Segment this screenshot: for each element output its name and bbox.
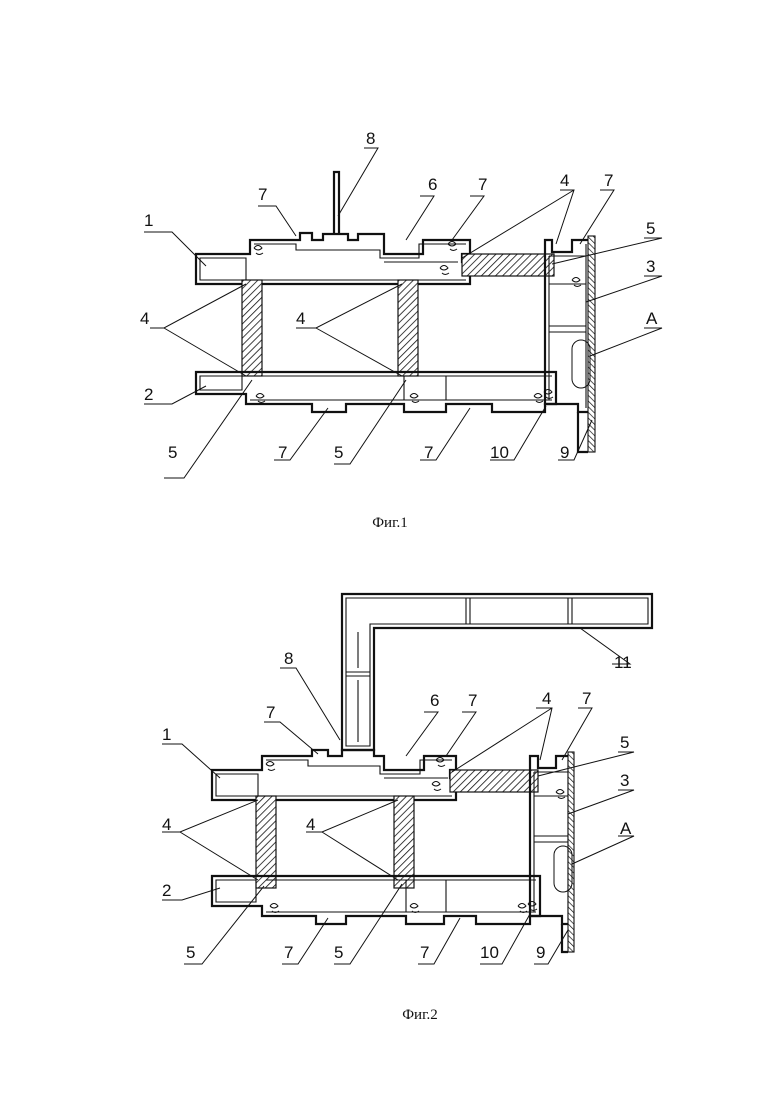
label-4: 4 — [560, 171, 569, 190]
figure-1: 1 2 4 4 4 5 5 5 6 7 7 7 7 7 8 3 A 10 9 Ф… — [140, 129, 662, 531]
label-7: 7 — [582, 689, 591, 708]
label-8: 8 — [284, 649, 293, 668]
inner-frame-profile-2 — [196, 372, 556, 412]
label-3: 3 — [620, 771, 629, 790]
figure-2: 1 2 4 4 4 5 5 5 6 7 7 7 7 7 8 3 A 10 9 1… — [162, 594, 652, 1023]
label-7: 7 — [424, 443, 433, 462]
outer-frame-profile-1 — [196, 233, 470, 284]
label-7: 7 — [258, 185, 267, 204]
detail-A-outline — [572, 340, 590, 388]
label-4: 4 — [306, 815, 315, 834]
outer-frame-profile-1 — [212, 750, 456, 800]
label-4: 4 — [140, 309, 149, 328]
label-1: 1 — [144, 211, 153, 230]
label-3: 3 — [646, 257, 655, 276]
label-5: 5 — [334, 943, 343, 962]
label-5: 5 — [186, 943, 195, 962]
thermal-bar-left — [242, 280, 262, 376]
fin-8 — [334, 172, 339, 234]
extension-profile-11 — [342, 594, 652, 750]
label-8: 8 — [366, 129, 375, 148]
label-7: 7 — [468, 691, 477, 710]
label-4: 4 — [296, 309, 305, 328]
label-2: 2 — [144, 385, 153, 404]
label-6: 6 — [430, 691, 439, 710]
label-5: 5 — [646, 219, 655, 238]
label-5: 5 — [168, 443, 177, 462]
label-2: 2 — [162, 881, 171, 900]
label-7: 7 — [478, 175, 487, 194]
label-A: A — [646, 309, 658, 328]
label-9: 9 — [536, 943, 545, 962]
thermal-bar-left — [256, 796, 276, 888]
label-9: 9 — [560, 443, 569, 462]
thermal-bar-top — [450, 770, 538, 792]
label-11: 11 — [614, 653, 632, 672]
figure-caption-1: Фиг.1 — [372, 515, 408, 531]
thermal-bar-mid — [398, 280, 418, 376]
label-7: 7 — [284, 943, 293, 962]
label-1: 1 — [162, 725, 171, 744]
label-7: 7 — [420, 943, 429, 962]
thermal-bar-mid — [394, 796, 414, 888]
label-4: 4 — [162, 815, 171, 834]
label-5: 5 — [334, 443, 343, 462]
figure-caption-2: Фиг.2 — [402, 1007, 438, 1023]
label-10: 10 — [480, 943, 499, 962]
label-5: 5 — [620, 733, 629, 752]
label-7: 7 — [604, 171, 613, 190]
label-A: A — [620, 819, 632, 838]
label-6: 6 — [428, 175, 437, 194]
label-7: 7 — [266, 703, 275, 722]
label-10: 10 — [490, 443, 509, 462]
thermal-bar-top — [462, 254, 554, 276]
label-4: 4 — [542, 689, 551, 708]
label-7: 7 — [278, 443, 287, 462]
